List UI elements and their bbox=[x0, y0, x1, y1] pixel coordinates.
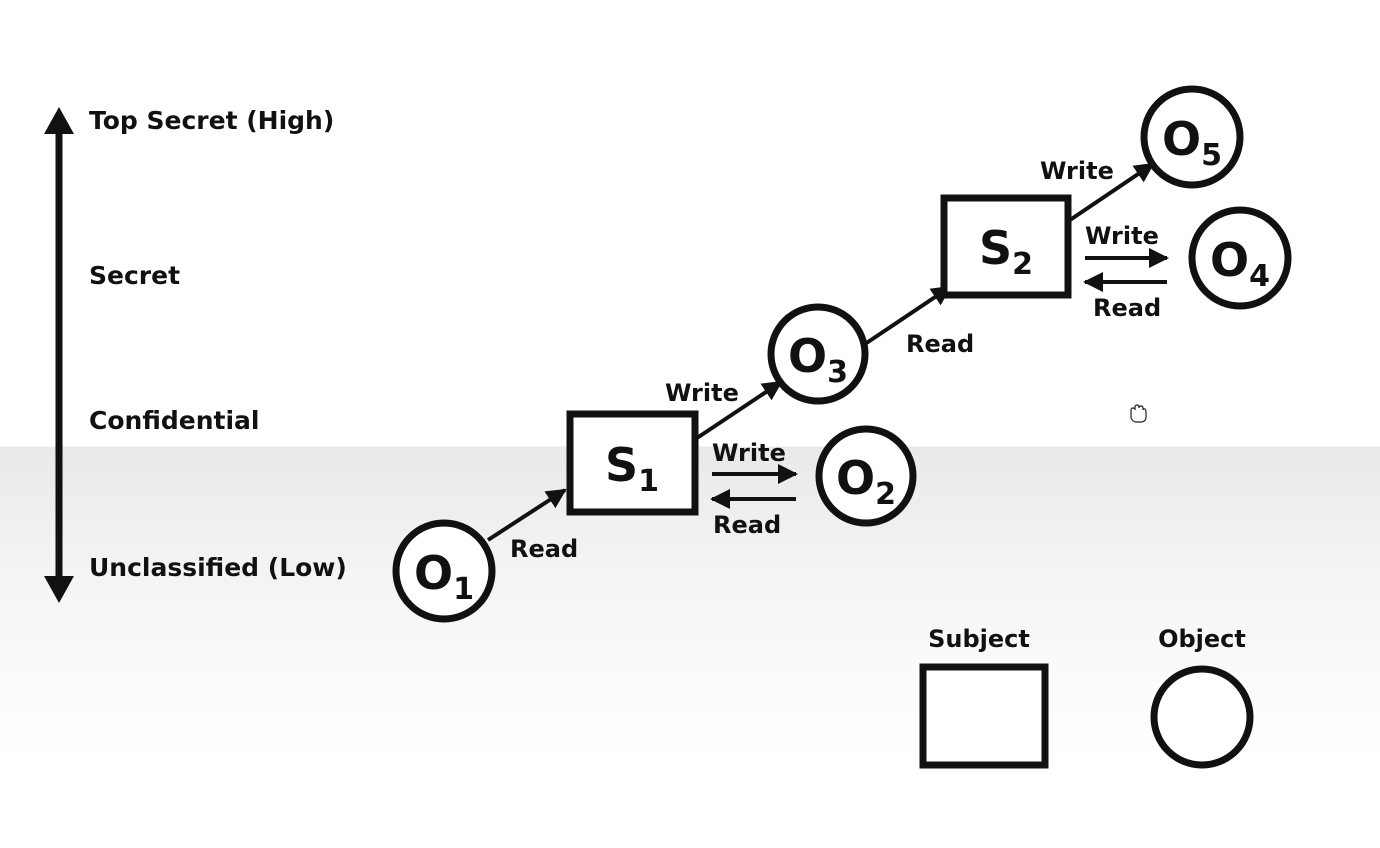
edge-label-s2-o4-write: Write bbox=[1085, 222, 1159, 250]
hand-cursor-icon bbox=[1130, 404, 1147, 423]
level-axis bbox=[44, 107, 74, 603]
level-confidential: Confidential bbox=[89, 406, 259, 435]
legend: Subject Object bbox=[919, 625, 1254, 769]
legend-object-circle bbox=[1150, 665, 1254, 769]
svg-text:O2: O2 bbox=[836, 451, 896, 512]
axis-arrow-up bbox=[44, 107, 74, 134]
subject-node-s2: S2 bbox=[940, 194, 1072, 299]
edge-label-o4-s2-read: Read bbox=[1093, 294, 1161, 322]
edge-o1-s1 bbox=[486, 488, 567, 542]
subject-node-s1: S1 bbox=[566, 410, 699, 516]
svg-text:S1: S1 bbox=[605, 438, 659, 499]
edge-label-o3-s2: Read bbox=[906, 330, 974, 358]
legend-subject-label: Subject bbox=[928, 625, 1030, 653]
edge-label-s1-o2-write: Write bbox=[712, 439, 786, 467]
svg-text:O3: O3 bbox=[788, 329, 848, 390]
edge-label-o2-s1-read: Read bbox=[713, 511, 781, 539]
svg-text:O5: O5 bbox=[1162, 112, 1222, 173]
svg-text:S2: S2 bbox=[979, 221, 1033, 282]
legend-subject-square bbox=[919, 663, 1049, 769]
level-top-secret: Top Secret (High) bbox=[89, 106, 334, 135]
edge-label-o1-s1: Read bbox=[510, 535, 578, 563]
edge-s1-o3 bbox=[695, 380, 783, 440]
edge-s2-o5 bbox=[1068, 162, 1155, 222]
svg-text:O1: O1 bbox=[414, 546, 474, 607]
object-node-o1: O1 bbox=[392, 519, 496, 623]
object-node-o4: O4 bbox=[1188, 206, 1292, 310]
edge-o3-s2 bbox=[863, 285, 952, 346]
object-node-o3: O3 bbox=[767, 303, 869, 405]
axis-arrow-down bbox=[44, 576, 74, 603]
svg-text:O4: O4 bbox=[1210, 233, 1270, 294]
edge-label-s2-o5: Write bbox=[1040, 157, 1114, 185]
edge-label-s1-o3: Write bbox=[665, 379, 739, 407]
legend-object-label: Object bbox=[1158, 625, 1246, 653]
level-unclassified: Unclassified (Low) bbox=[89, 553, 347, 582]
object-node-o5: O5 bbox=[1140, 85, 1244, 189]
object-node-o2: O2 bbox=[815, 425, 917, 527]
level-secret: Secret bbox=[89, 261, 180, 290]
